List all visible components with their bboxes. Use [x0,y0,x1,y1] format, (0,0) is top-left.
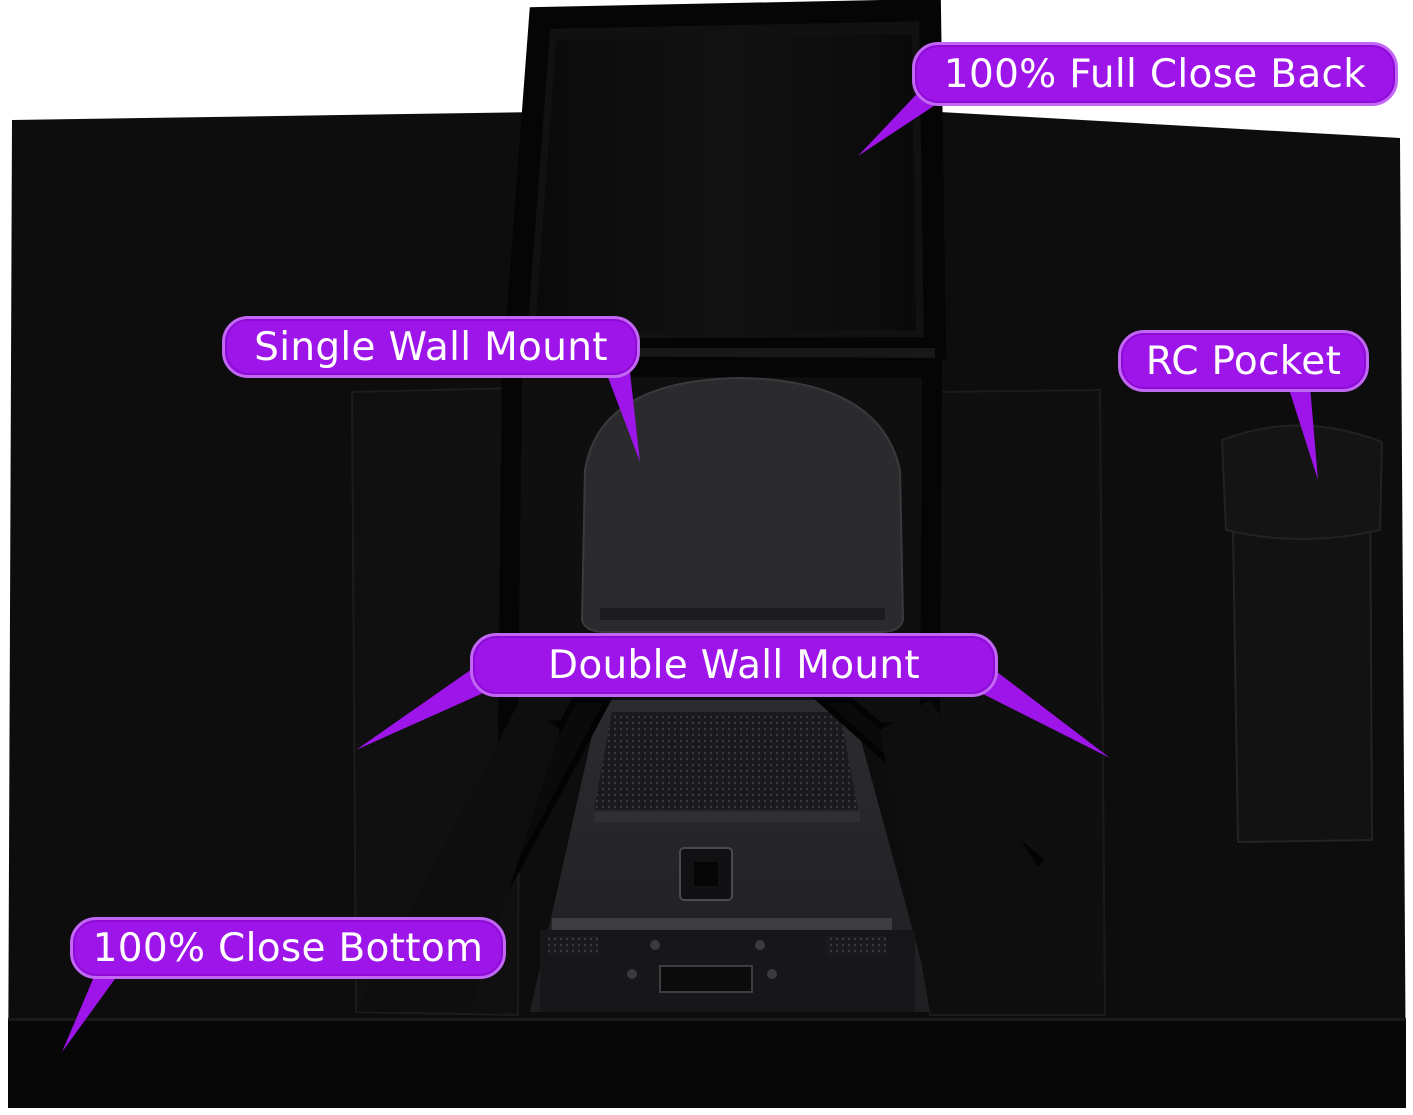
pointer-double-left [356,662,490,750]
rc-pocket-flap [1220,424,1384,540]
bottom-flap [8,1020,1406,1108]
callout-rc-pocket: RC Pocket [1118,330,1369,392]
callout-full-close-back: 100% Full Close Back [912,42,1398,106]
pointer-single [606,372,640,462]
callout-label: RC Pocket [1145,338,1342,384]
pointer-double-right [975,662,1110,758]
pointer-rc [1288,386,1318,480]
callout-label: 100% Close Bottom [92,925,484,971]
callout-label: Single Wall Mount [254,324,608,370]
callout-double-wall-mount: Double Wall Mount [470,633,998,697]
callout-single-wall-mount: Single Wall Mount [222,316,640,378]
callout-label: 100% Full Close Back [943,51,1367,97]
single-wall-mount-window [580,376,905,633]
pointer-bottom [62,972,120,1052]
callout-close-bottom: 100% Close Bottom [70,917,506,979]
callout-label: Double Wall Mount [548,642,920,688]
